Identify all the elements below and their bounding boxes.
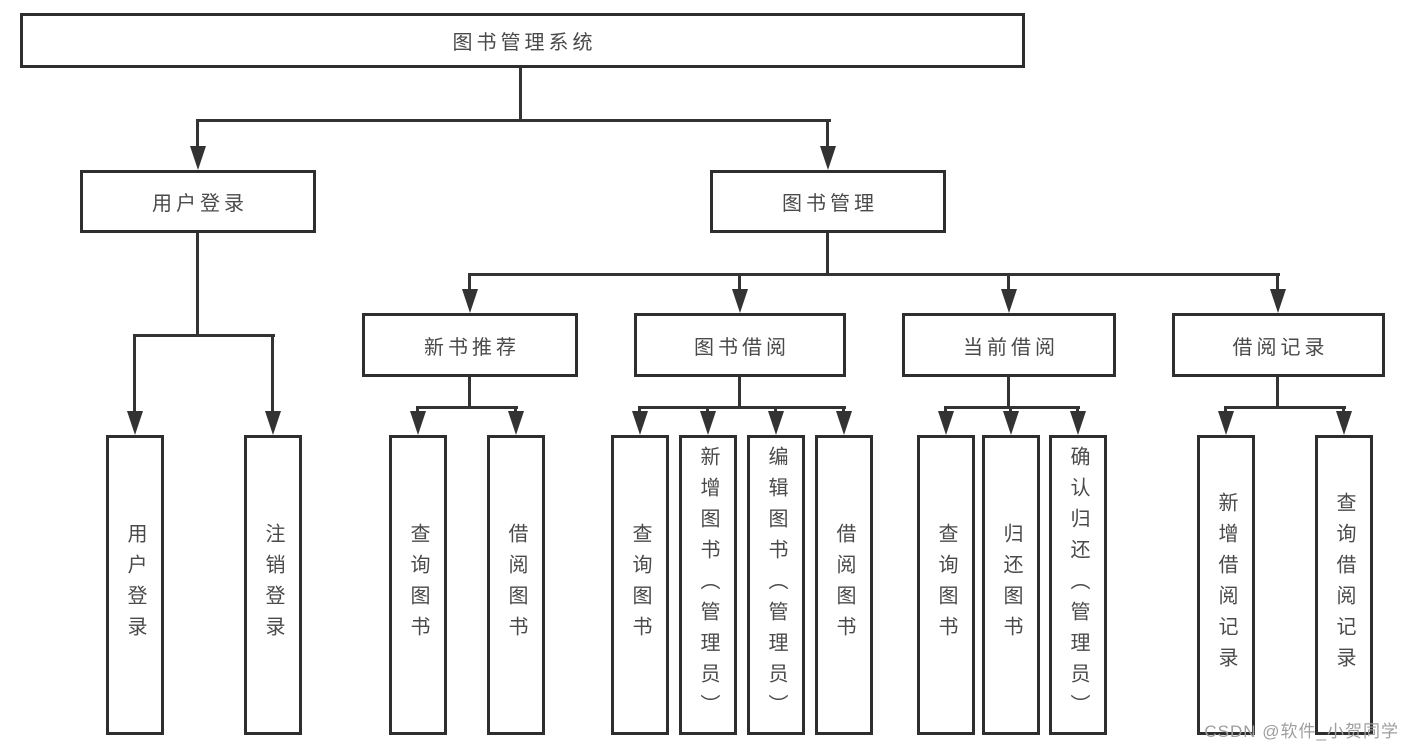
node-new-book-recommend-label: 新书推荐 [424, 336, 520, 359]
arrowhead [1218, 411, 1234, 435]
node-book-management: 图书管理 [710, 170, 946, 233]
arrowhead [1001, 289, 1017, 313]
arrowhead [1336, 411, 1352, 435]
connector-line [826, 233, 829, 276]
leaf-user-login-label: 用户登录 [124, 523, 146, 647]
node-current-borrowing: 当前借阅 [902, 313, 1116, 377]
leaf-add-books-admin: 新增图书（管理员） [679, 435, 737, 735]
leaf-query-books-label: 查询图书 [407, 523, 429, 647]
leaf-logout-label: 注销登录 [262, 523, 284, 647]
connector-line [468, 273, 1280, 276]
connector-line [638, 406, 846, 409]
arrowhead [1270, 289, 1286, 313]
connector-line [738, 273, 741, 293]
connector-line [196, 233, 199, 337]
connector-line [519, 68, 522, 121]
node-book-management-label: 图书管理 [782, 193, 878, 215]
node-borrowing-records-label: 借阅记录 [1232, 336, 1329, 359]
arrowhead [820, 146, 836, 170]
arrowhead [938, 411, 954, 435]
node-book-borrowing: 图书借阅 [634, 313, 846, 377]
arrowhead [632, 411, 648, 435]
node-new-book-recommend: 新书推荐 [362, 313, 578, 377]
arrowhead [410, 411, 426, 435]
node-borrowing-records: 借阅记录 [1172, 313, 1385, 377]
connector-line [944, 406, 1080, 409]
leaf-borrow-books-label: 借阅图书 [505, 523, 527, 647]
arrowhead [508, 411, 524, 435]
arrowhead [462, 289, 478, 313]
connector-line [826, 119, 829, 149]
connector-line [468, 273, 471, 293]
csdn-watermark: CSDN @软件_小贺同学 [1204, 722, 1399, 741]
connector-line [196, 119, 831, 122]
leaf-confirm-return-admin: 确认归还（管理员） [1049, 435, 1107, 735]
leaf-query-borrow-record: 查询借阅记录 [1315, 435, 1373, 735]
leaf-return-books: 归还图书 [982, 435, 1040, 735]
leaf-return-books-label: 归还图书 [1000, 523, 1022, 647]
arrowhead [265, 411, 281, 435]
leaf-query-books-label: 查询图书 [629, 523, 651, 647]
leaf-add-borrow-record: 新增借阅记录 [1197, 435, 1255, 735]
arrowhead [127, 411, 143, 435]
connector-line [133, 334, 136, 413]
arrowhead [700, 411, 716, 435]
connector-line [1276, 377, 1279, 409]
leaf-confirm-return-admin-label: 确认归还（管理员） [1067, 445, 1089, 725]
leaf-add-borrow-record-label: 新增借阅记录 [1215, 492, 1237, 678]
connector-line [416, 406, 518, 409]
arrowhead [732, 289, 748, 313]
arrowhead [768, 411, 784, 435]
leaf-borrow-books: 借阅图书 [815, 435, 873, 735]
leaf-add-books-admin-label: 新增图书（管理员） [697, 445, 719, 725]
node-book-borrowing-label: 图书借阅 [694, 336, 790, 359]
connector-line [1007, 377, 1010, 409]
leaf-borrow-books-label: 借阅图书 [833, 523, 855, 647]
arrowhead [1003, 411, 1019, 435]
connector-line [738, 377, 741, 409]
node-current-borrowing-label: 当前借阅 [963, 336, 1059, 359]
leaf-query-books: 查询图书 [389, 435, 447, 735]
connector-line [468, 377, 471, 409]
connector-line [1276, 273, 1279, 293]
connector-line [271, 334, 274, 413]
leaf-query-books: 查询图书 [611, 435, 669, 735]
arrowhead [1070, 411, 1086, 435]
leaf-edit-books-admin: 编辑图书（管理员） [747, 435, 805, 735]
connector-line [133, 334, 275, 337]
leaf-edit-books-admin-label: 编辑图书（管理员） [765, 445, 787, 725]
node-user-login-label: 用户登录 [152, 193, 248, 215]
connector-line [1007, 273, 1010, 293]
leaf-query-borrow-record-label: 查询借阅记录 [1333, 492, 1355, 678]
leaf-borrow-books: 借阅图书 [487, 435, 545, 735]
leaf-query-books: 查询图书 [917, 435, 975, 735]
leaf-user-login: 用户登录 [106, 435, 164, 735]
node-root: 图书管理系统 [20, 13, 1025, 68]
connector-line [196, 119, 199, 149]
leaf-query-books-label: 查询图书 [935, 523, 957, 647]
connector-line [1224, 406, 1346, 409]
arrowhead [190, 146, 206, 170]
leaf-logout: 注销登录 [244, 435, 302, 735]
node-root-label: 图书管理系统 [452, 32, 597, 54]
node-user-login: 用户登录 [80, 170, 316, 233]
arrowhead [836, 411, 852, 435]
